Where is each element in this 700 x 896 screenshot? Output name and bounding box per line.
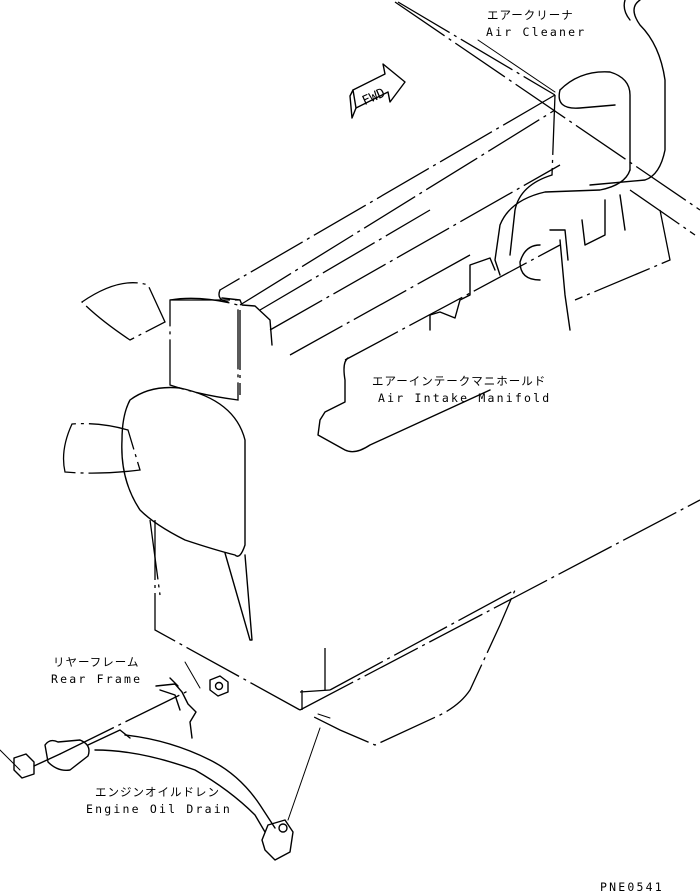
rocker-front: [221, 297, 273, 346]
cooling-fan: [62, 282, 253, 641]
drawing-code: PNE0541: [600, 880, 664, 894]
rear-frame-label-jp: リヤーフレーム: [53, 655, 139, 669]
nut-icon: [209, 675, 229, 697]
bolt-leader: [0, 749, 21, 771]
nut-hole-icon: [214, 681, 224, 691]
fan-blade-top: [80, 282, 166, 341]
head-edge-3: [269, 164, 561, 331]
manifold-ports: [429, 257, 496, 319]
air-cleaner-duct: [494, 0, 696, 331]
drain-valve: [44, 739, 90, 772]
bracket-box-2: [549, 229, 569, 261]
oil-pan: [309, 588, 517, 746]
fwd-arrow: FWD: [349, 63, 406, 119]
head-edge-2: [239, 109, 556, 306]
bolt-axis: [59, 689, 191, 755]
fan-blade-left: [62, 422, 141, 474]
bracket-plate: [159, 689, 181, 711]
bracket-rail-1: [629, 189, 696, 236]
oil-drain-leader: [287, 727, 321, 821]
intake-manifold: [317, 244, 561, 453]
duct-elbow: [559, 71, 631, 171]
bracket-rail-2: [574, 209, 671, 301]
rear-frame-bracket: [155, 683, 197, 739]
duct-ring: [519, 244, 541, 281]
hose-end-cap: [261, 819, 294, 861]
hose-end-hole: [278, 823, 288, 833]
block-bottom-edge: [299, 499, 700, 711]
drain-hose-upper: [124, 734, 276, 829]
bracket-tab: [169, 677, 179, 687]
fan-hub: [121, 386, 246, 557]
oil-drain-label-jp: エンジンオイルドレン: [95, 785, 220, 799]
rear-frame-label-en: Rear Frame: [51, 672, 142, 686]
oil-drain-label-en: Engine Oil Drain: [86, 802, 232, 816]
drain-assembly: [0, 661, 321, 861]
head-rib-2: [289, 254, 471, 356]
drain-hose-lower: [94, 749, 266, 833]
front-vertical: [551, 94, 556, 176]
fan-blade-right: [169, 297, 239, 401]
manifold-outline: [317, 357, 491, 453]
head-rib-1: [259, 209, 431, 311]
block-top-edge: [394, 1, 700, 211]
duct-down: [494, 169, 631, 276]
pan-mark: [317, 713, 331, 719]
air-cleaner-label-jp: エアークリーナ: [487, 8, 574, 22]
duct-top-lip: [623, 0, 631, 21]
bracket-post: [619, 194, 626, 231]
bolt-head-icon: [13, 753, 35, 779]
fan-blade-bottom: [224, 552, 253, 641]
intake-manifold-label-en: Air Intake Manifold: [378, 391, 551, 405]
duct-inner: [509, 174, 553, 256]
rear-frame-leader: [184, 661, 201, 689]
air-cleaner-label-en: Air Cleaner: [486, 25, 586, 39]
engine-block: [154, 1, 700, 746]
duct-outer: [589, 0, 666, 186]
duct-bracket: [559, 239, 571, 331]
fan-blade-lower: [149, 519, 161, 596]
block-bottom-step: [299, 689, 331, 693]
intake-manifold-label-jp: エアーインテークマニホールド: [372, 374, 546, 388]
duct-elbow-lip: [558, 89, 616, 109]
manifold-top: [344, 244, 561, 361]
block-top-front: [397, 1, 556, 96]
air-cleaner-leader: [477, 39, 556, 93]
head-top-edge: [219, 94, 556, 291]
fwd-label: FWD: [360, 86, 388, 109]
bracket-box-1: [581, 199, 606, 246]
